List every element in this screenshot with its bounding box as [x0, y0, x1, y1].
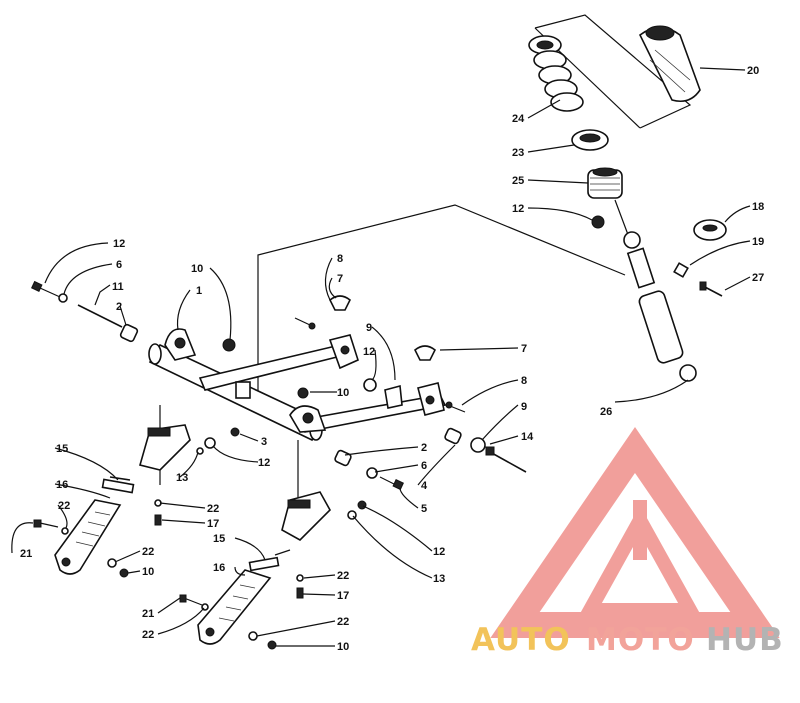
- left-end-hardware: [31, 280, 139, 343]
- callout-17: 17: [207, 518, 219, 530]
- shock-boot: [638, 25, 701, 103]
- footrest-left: [33, 405, 191, 578]
- callout-19: 19: [752, 236, 764, 248]
- callout-8: 8: [337, 253, 343, 265]
- callout-7: 7: [521, 343, 527, 355]
- callout-13: 13: [433, 573, 445, 585]
- callout-17: 17: [337, 590, 349, 602]
- callout-26: 26: [600, 406, 612, 418]
- nut-12-upper: [591, 215, 605, 229]
- callout-10: 10: [337, 387, 349, 399]
- callout-9: 9: [366, 322, 372, 334]
- adjuster-collar: [587, 167, 623, 199]
- callout-15: 15: [213, 533, 225, 545]
- shock-spring: [528, 35, 584, 112]
- small-hardware: [196, 295, 466, 520]
- callout-5: 5: [421, 503, 427, 515]
- watermark-moto-text: MOTO: [586, 622, 695, 658]
- shock-assembly: [528, 14, 727, 382]
- callout-10: 10: [142, 566, 154, 578]
- callout-15: 15: [56, 443, 68, 455]
- callout-22: 22: [142, 546, 154, 558]
- callout-12: 12: [363, 346, 375, 358]
- callout-10: 10: [191, 263, 203, 275]
- callout-22: 22: [142, 629, 154, 641]
- axle-assembly: [148, 328, 447, 442]
- callout-22: 22: [58, 500, 70, 512]
- callout-5: 12: [113, 238, 125, 250]
- callout-13: 13: [176, 472, 188, 484]
- callout-8: 8: [521, 375, 527, 387]
- footrest-right: [179, 440, 331, 650]
- callout-21: 21: [142, 608, 154, 620]
- pivot-mount-left: [164, 328, 197, 361]
- callout-6: 6: [421, 460, 427, 472]
- callout-14: 14: [521, 431, 534, 443]
- callout-16: 16: [213, 562, 225, 574]
- nut-19: [673, 262, 689, 278]
- pivot-mount-right: [289, 405, 327, 433]
- callout-25: 25: [512, 175, 524, 187]
- watermark-logo: [490, 427, 780, 638]
- watermark-hub-text: HUB: [706, 622, 784, 658]
- callout-21: 21: [20, 548, 32, 560]
- shock-body: [614, 199, 697, 382]
- callout-10: 10: [337, 641, 349, 653]
- callout-9: 9: [521, 401, 527, 413]
- callout-16: 16: [56, 479, 68, 491]
- callout-3: 3: [261, 436, 267, 448]
- callout-2: 2: [116, 301, 122, 313]
- callout-2: 2: [421, 442, 427, 454]
- callout-24: 24: [512, 113, 525, 125]
- leader-lines: [11, 67, 751, 647]
- callout-20: 20: [747, 65, 759, 77]
- callout-4: 4: [421, 480, 428, 492]
- callout-27: 27: [752, 272, 764, 284]
- callout-12: 12: [512, 203, 524, 215]
- center-bracket: [235, 381, 251, 399]
- callout-22: 22: [207, 503, 219, 515]
- callout-11: 11: [112, 281, 124, 293]
- group-bracket-line: [257, 204, 626, 395]
- callout-18: 18: [752, 201, 764, 213]
- callout-22: 22: [337, 616, 349, 628]
- callout-6: 6: [116, 259, 122, 271]
- right-end-hardware: [334, 427, 527, 491]
- callout-22: 22: [337, 570, 349, 582]
- callout-12: 12: [433, 546, 445, 558]
- callout-12: 12: [258, 457, 270, 469]
- arm-bracket-upper: [328, 334, 359, 370]
- watermark-auto-text: AUTO: [471, 622, 571, 658]
- callout-23: 23: [512, 147, 524, 159]
- arm-bracket-lower: [417, 382, 445, 416]
- callout-labels: 12 6 11 2 1 10 8 7 9 12 7 8 9 14 10 2 6 …: [20, 65, 764, 653]
- callout-1: 1: [196, 285, 202, 297]
- callout-7: 7: [337, 273, 343, 285]
